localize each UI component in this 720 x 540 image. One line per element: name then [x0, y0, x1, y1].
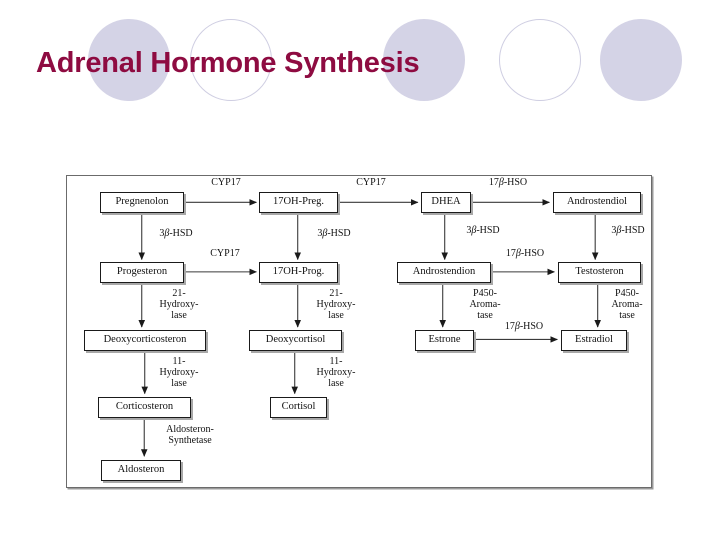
enz-3b-hsd-b: 3β-HSD [317, 228, 351, 239]
enz-3b-hsd-a: 3β-HSD [159, 228, 193, 239]
node-oh17-prog: 17OH-Prog. [259, 262, 338, 283]
enz-17b-hso-b: 17β-HSO [505, 248, 545, 259]
enz-cyp17-c: CYP17 [210, 248, 240, 259]
node-aldosteron: Aldosteron [101, 460, 181, 481]
node-deoxycortisol: Deoxycortisol [249, 330, 342, 351]
node-oh17-preg: 17OH-Preg. [259, 192, 338, 213]
decor-circle-2 [190, 19, 272, 101]
enz-17b-hso-c: 17β-HSO [504, 321, 544, 332]
decor-circle-5 [600, 19, 682, 101]
node-androstendion: Androstendion [397, 262, 491, 283]
enz-3b-hsd-d: 3β-HSD [611, 225, 645, 236]
enz-21-hyd-a: 21-Hydroxy-lase [159, 288, 199, 322]
enz-21-hyd-b: 21-Hydroxy-lase [316, 288, 356, 322]
enz-cyp17-b: CYP17 [356, 177, 386, 188]
decor-circle-3 [383, 19, 465, 101]
node-testosteron: Testosteron [558, 262, 641, 283]
node-estrone: Estrone [415, 330, 474, 351]
enz-p450-b: P450-Aroma-tase [611, 288, 643, 322]
enz-cyp17-a: CYP17 [211, 177, 241, 188]
enz-aldo-syn: Aldosteron-Synthetase [166, 424, 214, 447]
node-androstendiol: Androstendiol [553, 192, 641, 213]
node-dhea: DHEA [421, 192, 471, 213]
enz-11-hyd-b: 11-Hydroxy-lase [316, 356, 356, 390]
decor-circle-1 [88, 19, 170, 101]
node-cortisol: Cortisol [270, 397, 327, 418]
page-title: Adrenal Hormone Synthesis [36, 47, 420, 79]
node-pregnenolon: Pregnenolon [100, 192, 184, 213]
enz-17b-hso-a: 17β-HSO [488, 177, 528, 188]
node-corticosteron: Corticosteron [98, 397, 191, 418]
pathway-arrows-layer [138, 199, 601, 457]
node-deoxycorticosteron: Deoxycorticosteron [84, 330, 206, 351]
node-progesteron: Progesteron [100, 262, 184, 283]
enz-11-hyd-a: 11-Hydroxy-lase [159, 356, 199, 390]
enz-p450-a: P450-Aroma-tase [469, 288, 501, 322]
decor-circle-4 [499, 19, 581, 101]
enz-3b-hsd-c: 3β-HSD [466, 225, 500, 236]
node-estradiol: Estradiol [561, 330, 627, 351]
